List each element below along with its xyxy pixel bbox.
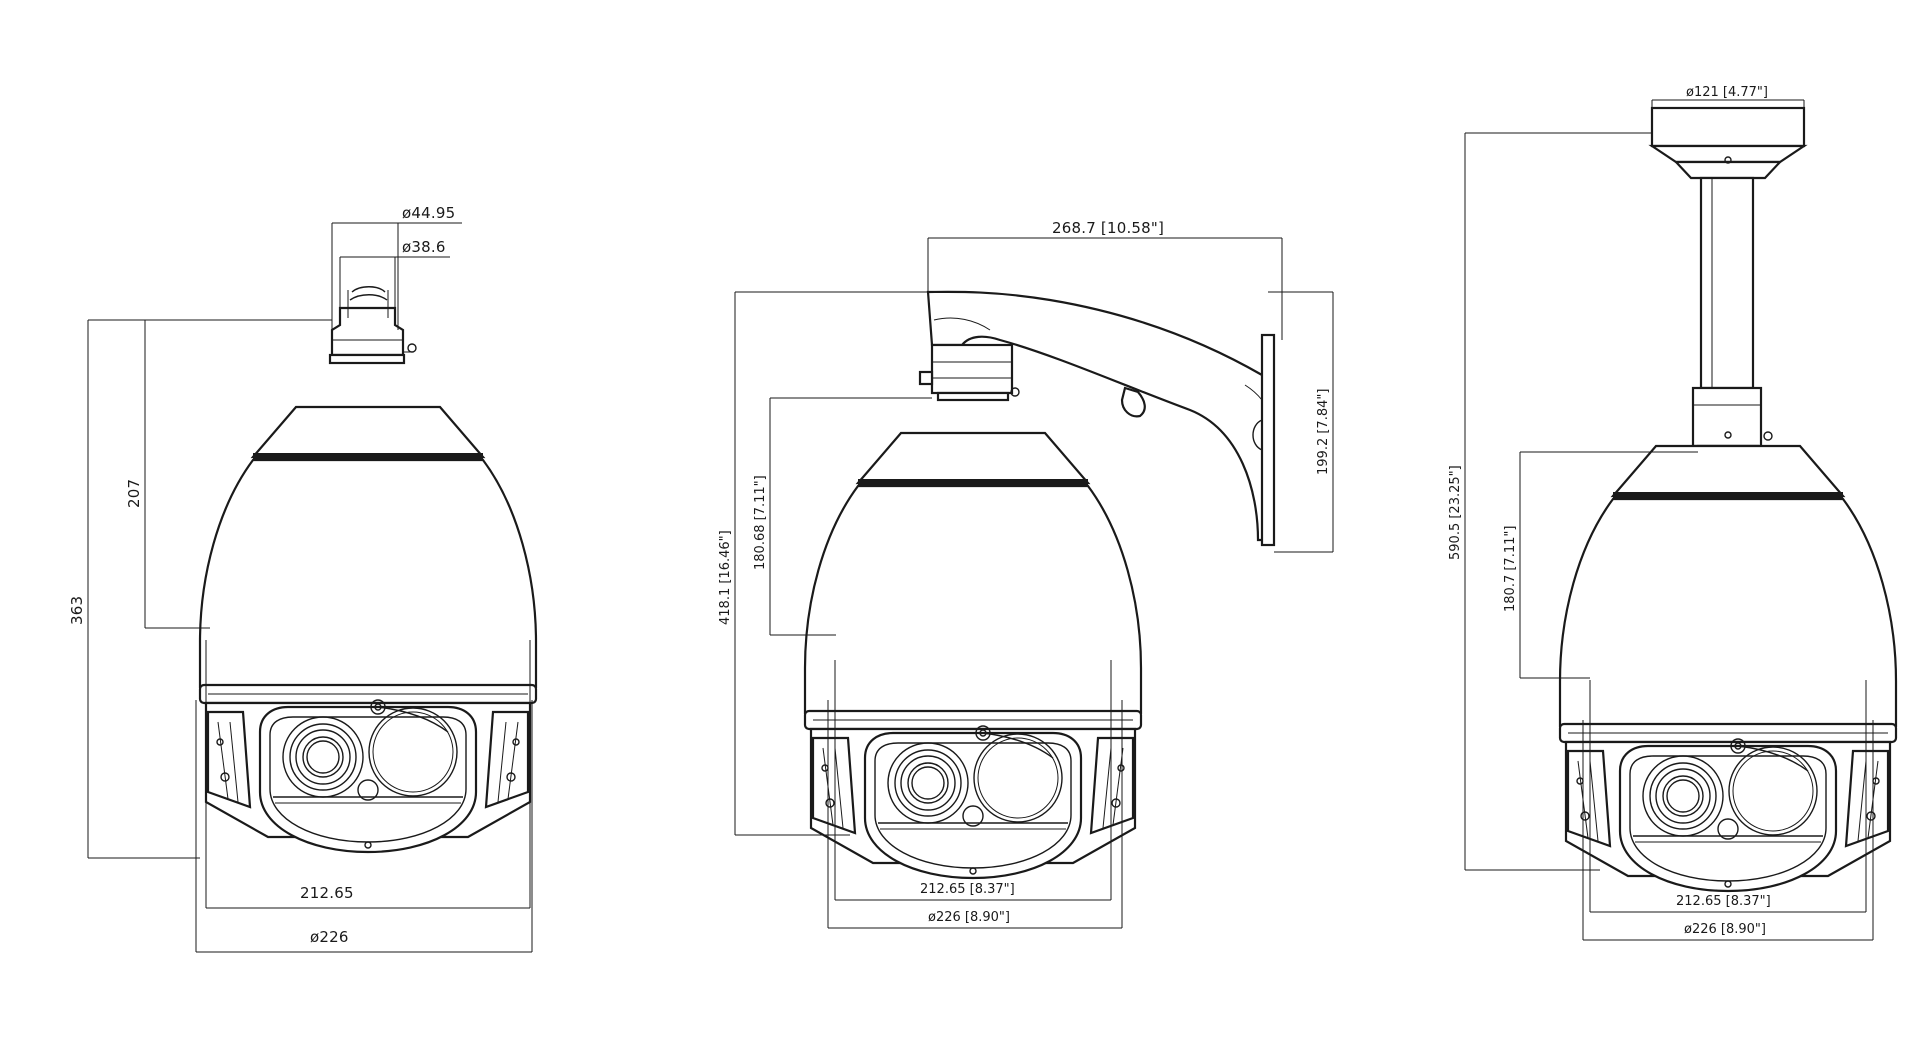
front-width-inner: 212.65 <box>300 884 354 902</box>
wall-mount-view: 268.7 [10.58"] 199.2 [7.84"] 418.1 [16.4… <box>718 219 1334 929</box>
wall-width-outer: ø226 [8.90"] <box>928 910 1010 925</box>
pendant-mount-view: ø121 [4.77"] 590.5 [23.25"] 180.7 [7.11"… <box>1448 85 1898 941</box>
front-view: ø44.95 ø38.6 363 207 212.65 ø226 <box>68 204 538 953</box>
wall-arm-length: 268.7 [10.58"] <box>1052 219 1164 237</box>
front-diam-top-outer: ø44.95 <box>402 204 455 222</box>
pendant-height-upper: 180.7 [7.11"] <box>1503 526 1518 612</box>
front-height-upper: 207 <box>125 479 143 508</box>
wall-width-inner: 212.65 [8.37"] <box>920 882 1015 897</box>
front-diam-top-inner: ø38.6 <box>402 238 446 256</box>
front-height-total: 363 <box>68 596 86 625</box>
wall-mount-height: 199.2 [7.84"] <box>1316 389 1331 475</box>
pendant-height-total: 590.5 [23.25"] <box>1448 465 1463 560</box>
wall-height-total: 418.1 [16.46"] <box>718 530 733 625</box>
front-width-outer: ø226 <box>310 928 349 946</box>
pendant-width-outer: ø226 [8.90"] <box>1684 922 1766 937</box>
pendant-width-inner: 212.65 [8.37"] <box>1676 894 1771 909</box>
pendant-diam-top: ø121 [4.77"] <box>1686 85 1768 100</box>
wall-height-upper: 180.68 [7.11"] <box>753 475 768 570</box>
